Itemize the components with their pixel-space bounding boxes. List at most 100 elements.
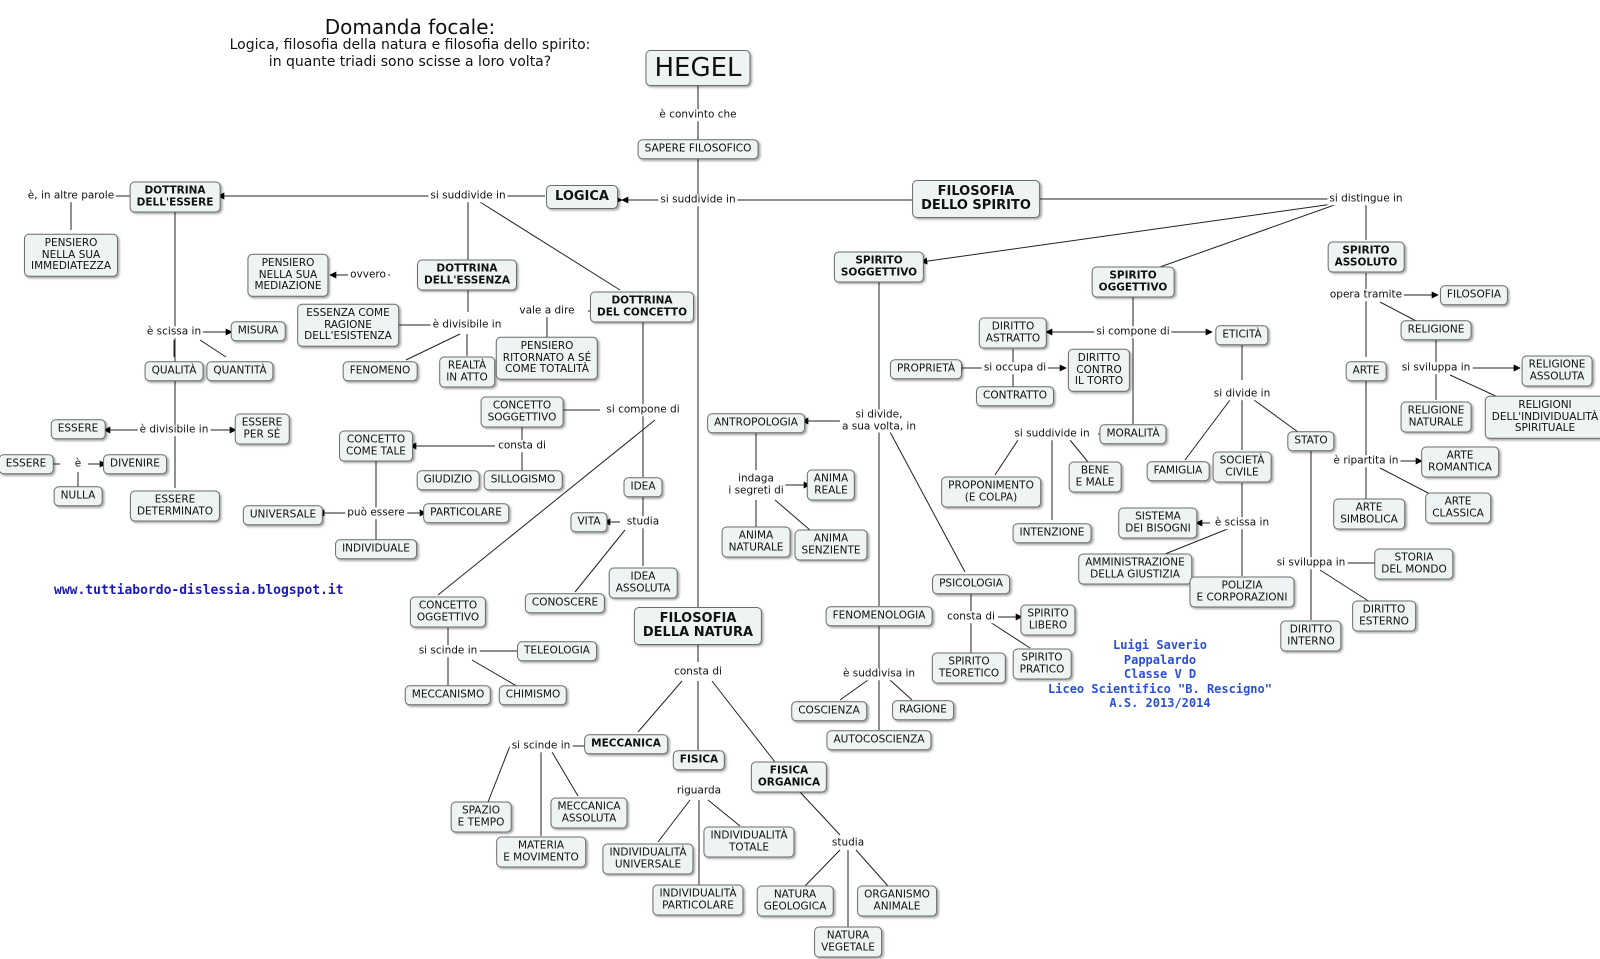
concept-societa-civile[interactable]: SOCIETÀ CIVILE xyxy=(1212,451,1272,483)
website-link[interactable]: www.tuttiabordo-dislessia.blogspot.it xyxy=(54,583,344,598)
link-label-sviluppa-religione: si sviluppa in xyxy=(1399,361,1473,374)
concept-spirito-teoretico[interactable]: SPIRITO TEORETICO xyxy=(931,652,1007,684)
concept-coscienza[interactable]: COSCIENZA xyxy=(791,701,867,721)
concept-concetto-come-tale[interactable]: CONCETTO COME TALE xyxy=(339,430,413,462)
concept-logica[interactable]: LOGICA xyxy=(546,185,618,209)
concept-teleologia[interactable]: TELEOLOGIA xyxy=(517,641,597,661)
concept-autocoscienza[interactable]: AUTOCOSCIENZA xyxy=(826,730,932,750)
concept-diritto-torto[interactable]: DIRITTO CONTRO IL TORTO xyxy=(1067,348,1131,392)
concept-dottrina-essenza[interactable]: DOTTRINA DELL'ESSENZA xyxy=(416,259,518,291)
concept-diritto-interno[interactable]: DIRITTO INTERNO xyxy=(1280,620,1342,652)
concept-spirito-oggettivo[interactable]: SPIRITO OGGETTIVO xyxy=(1091,266,1175,298)
concept-spirito-pratico[interactable]: SPIRITO PRATICO xyxy=(1012,648,1072,680)
link-label-studia-idea: studia xyxy=(624,515,662,528)
concept-ragione[interactable]: RAGIONE xyxy=(892,700,954,720)
concept-contratto[interactable]: CONTRATTO xyxy=(975,386,1055,406)
concept-antropologia[interactable]: ANTROPOLOGIA xyxy=(707,413,805,433)
concept-moralita[interactable]: MORALITÀ xyxy=(1099,424,1167,444)
concept-fisica-organica[interactable]: FISICA ORGANICA xyxy=(750,761,828,793)
concept-famiglia[interactable]: FAMIGLIA xyxy=(1146,461,1210,481)
concept-pensiero-immediatezza[interactable]: PENSIERO NELLA SUA IMMEDIATEZZA xyxy=(23,233,119,277)
concept-religione-naturale[interactable]: RELIGIONE NATURALE xyxy=(1400,401,1472,433)
concept-spirito-assoluto[interactable]: SPIRITO ASSOLUTO xyxy=(1327,241,1405,273)
link-label-divide-soggettivo: si divide, a sua volta, in xyxy=(839,408,919,433)
link-label-ovvero: ovvero xyxy=(348,268,388,281)
concept-materia-movimento[interactable]: MATERIA E MOVIMENTO xyxy=(496,836,586,868)
concept-concetto-oggettivo[interactable]: CONCETTO OGGETTIVO xyxy=(409,596,487,628)
concept-divenire[interactable]: DIVENIRE xyxy=(103,454,167,474)
concept-anima-senziente[interactable]: ANIMA SENZIENTE xyxy=(794,529,868,561)
concept-organismo-animale[interactable]: ORGANISMO ANIMALE xyxy=(857,885,937,917)
concept-individualita-particolare[interactable]: INDIVIDUALITÀ PARTICOLARE xyxy=(652,884,744,916)
concept-proponimento[interactable]: PROPONIMENTO (E COLPA) xyxy=(941,476,1041,508)
concept-fenomeno[interactable]: FENOMENO xyxy=(342,361,418,381)
concept-quantita[interactable]: QUANTITÀ xyxy=(206,361,274,381)
concept-filosofia-spirito[interactable]: FILOSOFIA DELLO SPIRITO xyxy=(912,180,1040,218)
concept-sillogismo[interactable]: SILLOGISMO xyxy=(483,470,563,490)
link-label-scinde-meccanica: si scinde in xyxy=(509,739,573,752)
concept-eticita[interactable]: ETICITÀ xyxy=(1215,325,1269,345)
concept-realta-atto[interactable]: REALTÀ IN ATTO xyxy=(439,356,495,388)
concept-dottrina-concetto[interactable]: DOTTRINA DEL CONCETTO xyxy=(589,291,695,323)
concept-conoscere[interactable]: CONOSCERE xyxy=(524,593,606,613)
concept-arte[interactable]: ARTE xyxy=(1345,361,1387,381)
concept-qualita[interactable]: QUALITÀ xyxy=(144,361,204,381)
concept-idea[interactable]: IDEA xyxy=(623,477,663,497)
concept-spazio-tempo[interactable]: SPAZIO E TEMPO xyxy=(450,801,512,833)
concept-spirito-soggettivo[interactable]: SPIRITO SOGGETTIVO xyxy=(833,251,925,283)
concept-essere-base[interactable]: ESSERE xyxy=(0,454,54,474)
concept-pensiero-ritornato[interactable]: PENSIERO RITORNATO A SÉ COME TOTALITÀ xyxy=(495,336,599,380)
concept-proprieta[interactable]: PROPRIETÀ xyxy=(889,359,963,379)
concept-meccanica[interactable]: MECCANICA xyxy=(584,734,668,754)
concept-arte-simbolica[interactable]: ARTE SIMBOLICA xyxy=(1333,498,1405,530)
concept-meccanismo[interactable]: MECCANISMO xyxy=(404,685,492,705)
concept-individuale[interactable]: INDIVIDUALE xyxy=(335,539,417,559)
concept-psicologia[interactable]: PSICOLOGIA xyxy=(932,574,1010,594)
concept-nulla[interactable]: NULLA xyxy=(53,486,103,506)
concept-concetto-soggettivo[interactable]: CONCETTO SOGGETTIVO xyxy=(480,396,564,428)
concept-religione[interactable]: RELIGIONE xyxy=(1400,320,1472,340)
concept-spirito-libero[interactable]: SPIRITO LIBERO xyxy=(1020,604,1076,636)
concept-polizia-corporazioni[interactable]: POLIZIA E CORPORAZIONI xyxy=(1189,576,1295,608)
concept-filosofia[interactable]: FILOSOFIA xyxy=(1439,285,1509,305)
concept-essere[interactable]: ESSERE xyxy=(50,419,106,439)
concept-idea-assoluta[interactable]: IDEA ASSOLUTA xyxy=(608,567,678,599)
concept-particolare[interactable]: PARTICOLARE xyxy=(423,503,509,523)
concept-sapere-filosofico[interactable]: SAPERE FILOSOFICO xyxy=(637,139,759,159)
concept-anima-reale[interactable]: ANIMA REALE xyxy=(806,469,856,501)
concept-hegel[interactable]: HEGEL xyxy=(645,50,751,86)
concept-bene-male[interactable]: BENE E MALE xyxy=(1068,461,1122,493)
concept-misura[interactable]: MISURA xyxy=(230,321,286,341)
concept-chimismo[interactable]: CHIMISMO xyxy=(498,685,568,705)
concept-storia-mondo[interactable]: STORIA DEL MONDO xyxy=(1374,548,1454,580)
concept-stato[interactable]: STATO xyxy=(1287,431,1335,451)
concept-essenza-ragione[interactable]: ESSENZA COME RAGIONE DELL'ESISTENZA xyxy=(297,303,399,347)
concept-fisica[interactable]: FISICA xyxy=(672,750,726,770)
concept-natura-geologica[interactable]: NATURA GEOLOGICA xyxy=(756,885,834,917)
concept-giudizio[interactable]: GIUDIZIO xyxy=(416,470,480,490)
concept-individualita-totale[interactable]: INDIVIDUALITÀ TOTALE xyxy=(703,826,795,858)
concept-diritto-esterno[interactable]: DIRITTO ESTERNO xyxy=(1352,600,1416,632)
concept-universale[interactable]: UNIVERSALE xyxy=(242,505,324,525)
concept-amministrazione-giustizia[interactable]: AMMINISTRAZIONE DELLA GIUSTIZIA xyxy=(1078,553,1192,585)
concept-religione-assoluta[interactable]: RELIGIONE ASSOLUTA xyxy=(1521,355,1593,387)
concept-religioni-individualita[interactable]: RELIGIONI DELL'INDIVIDUALITÀ SPIRITUALE xyxy=(1484,395,1600,439)
connector-line xyxy=(1319,569,1371,603)
concept-anima-naturale[interactable]: ANIMA NATURALE xyxy=(721,526,791,558)
concept-vita[interactable]: VITA xyxy=(570,512,608,532)
concept-dottrina-essere[interactable]: DOTTRINA DELL'ESSERE xyxy=(129,181,221,213)
concept-pensiero-mediazione[interactable]: PENSIERO NELLA SUA MEDIAZIONE xyxy=(247,253,329,297)
concept-arte-romantica[interactable]: ARTE ROMANTICA xyxy=(1421,446,1499,478)
concept-natura-vegetale[interactable]: NATURA VEGETALE xyxy=(814,926,882,958)
concept-sistema-bisogni[interactable]: SISTEMA DEI BISOGNI xyxy=(1118,507,1198,539)
connector-line xyxy=(707,799,741,827)
concept-intenzione[interactable]: INTENZIONE xyxy=(1012,523,1092,543)
concept-individualita-universale[interactable]: INDIVIDUALITÀ UNIVERSALE xyxy=(602,843,694,875)
concept-fenomenologia[interactable]: FENOMENOLOGIA xyxy=(825,606,933,626)
concept-diritto-astratto[interactable]: DIRITTO ASTRATTO xyxy=(978,317,1048,349)
concept-arte-classica[interactable]: ARTE CLASSICA xyxy=(1425,492,1491,524)
concept-filosofia-natura[interactable]: FILOSOFIA DELLA NATURA xyxy=(633,607,763,645)
concept-essere-per-se[interactable]: ESSERE PER SÉ xyxy=(234,413,290,445)
concept-essere-determinato[interactable]: ESSERE DETERMINATO xyxy=(129,490,221,522)
concept-meccanica-assoluta[interactable]: MECCANICA ASSOLUTA xyxy=(550,797,628,829)
